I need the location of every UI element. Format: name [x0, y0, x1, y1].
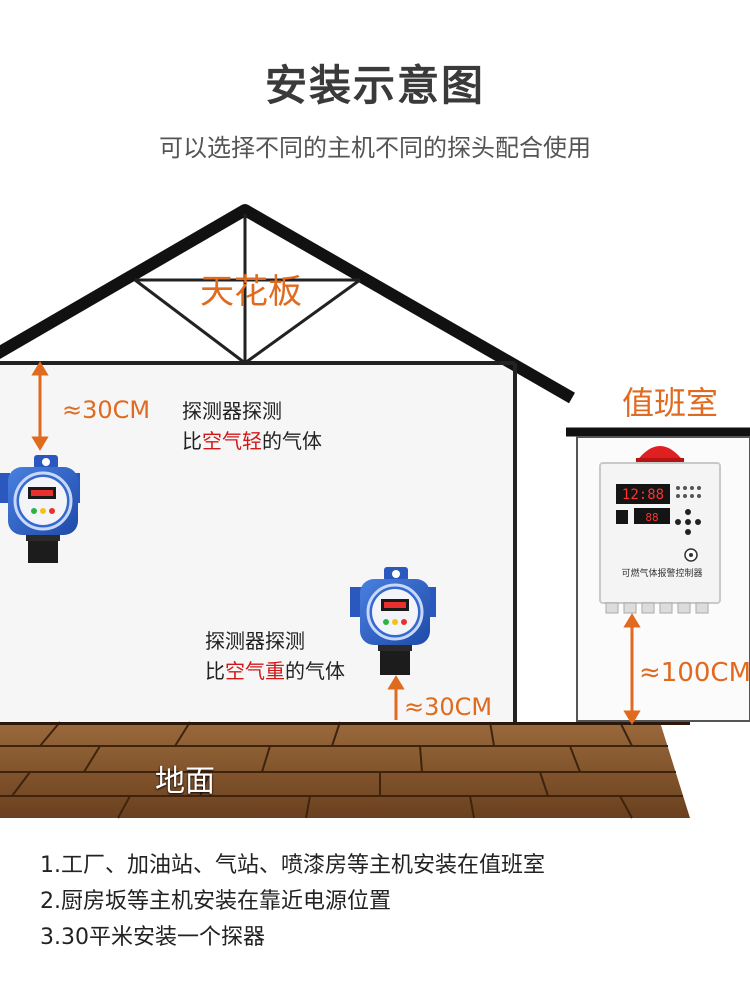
- heavy-gas-line1: 探测器探测: [205, 629, 305, 653]
- ceiling-label: 天花板: [200, 272, 302, 312]
- floor-gap-label: ≈30CM: [404, 693, 493, 721]
- measure-arrow-floor: [387, 675, 405, 720]
- heavy-gas-description: 探测器探测 比空气重的气体: [205, 626, 345, 686]
- page-subtitle: 可以选择不同的主机不同的探头配合使用: [159, 134, 591, 162]
- gas-detector-lower: [350, 567, 436, 675]
- controller-display-top: 12:88: [622, 487, 664, 503]
- roof-truss: [134, 214, 361, 365]
- note-item: 2.厨房坂等主机安装在靠近电源位置: [40, 889, 391, 914]
- controller-label: 可燃气体报警控制器: [621, 569, 703, 579]
- floor-label: 地面: [155, 764, 215, 799]
- measure-arrow-controller: [623, 613, 641, 725]
- controller-height-label: ≈100CM: [639, 658, 750, 688]
- ceiling-gap-label: ≈30CM: [62, 396, 151, 424]
- light-gas-prefix: 比: [182, 429, 202, 453]
- page-title: 安装示意图: [264, 61, 485, 110]
- controller-display-bottom: 88: [645, 511, 658, 524]
- heavy-gas-highlight: 空气重: [225, 659, 285, 683]
- gas-detector-upper: [0, 455, 80, 563]
- heavy-gas-suffix: 的气体: [285, 659, 345, 683]
- light-gas-suffix: 的气体: [262, 429, 322, 453]
- heavy-gas-prefix: 比: [205, 659, 225, 683]
- measure-arrow-ceiling: [31, 361, 49, 451]
- roof-line: [0, 204, 575, 404]
- light-gas-line1: 探测器探测: [182, 399, 282, 423]
- light-gas-highlight: 空气轻: [202, 429, 262, 453]
- light-gas-description: 探测器探测 比空气轻的气体: [182, 396, 322, 456]
- note-item: 1.工厂、加油站、气站、喷漆房等主机安装在值班室: [40, 853, 545, 878]
- light-gas-line2: 比空气轻的气体: [182, 426, 322, 456]
- heavy-gas-line2: 比空气重的气体: [205, 656, 345, 686]
- wooden-floor: [0, 721, 690, 819]
- note-item: 3.30平米安装一个探器: [40, 925, 265, 950]
- duty-room-label: 值班室: [622, 384, 719, 422]
- alarm-controller: 12:88 88: [599, 446, 721, 614]
- installation-notes: 1.工厂、加油站、气站、喷漆房等主机安装在值班室 2.厨房坂等主机安装在靠近电源…: [40, 848, 545, 956]
